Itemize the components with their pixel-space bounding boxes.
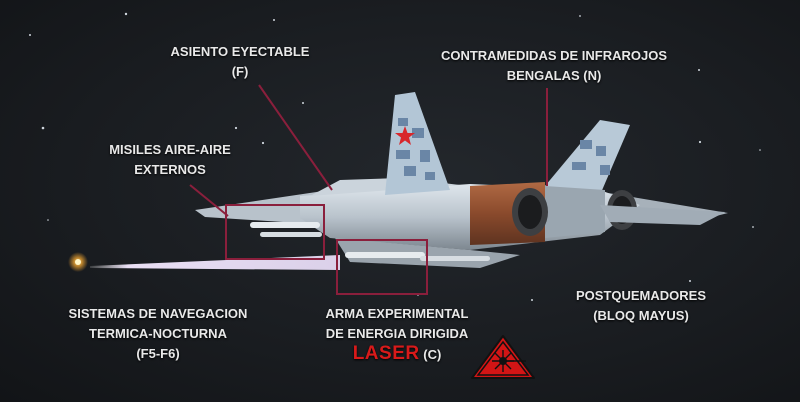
laser-warning-icon [471, 335, 535, 379]
label-laser-key: (C) [423, 347, 442, 362]
label-navigation-line2: TERMICA-NOCTURNA [89, 326, 227, 341]
fighter-jet [195, 92, 728, 268]
label-countermeasures: CONTRAMEDIDAS DE INFRAROJOS BENGALAS (N) [424, 46, 684, 86]
red-star-icon [395, 126, 415, 145]
label-afterburners-key: (BLOQ MAYUS) [593, 308, 689, 323]
label-navigation-line1: SISTEMAS DE NAVEGACION [68, 306, 248, 321]
label-energy-weapon-line2: DE ENERGIA DIRIGIDA [325, 326, 469, 341]
starfield [29, 12, 761, 313]
laser-beam [68, 252, 340, 272]
label-countermeasures-line1: CONTRAMEDIDAS DE INFRAROJOS [440, 48, 668, 63]
label-countermeasures-line2: BENGALAS (N) [506, 68, 602, 83]
label-energy-weapon-line1: ARMA EXPERIMENTAL [325, 306, 469, 321]
label-navigation-key: (F5-F6) [136, 346, 180, 361]
label-missiles-line2: EXTERNOS [134, 162, 206, 177]
label-laser: LASER [352, 343, 420, 364]
label-laser-line: LASER (C) [312, 344, 482, 365]
label-afterburners-line1: POSTQUEMADORES [575, 288, 706, 303]
label-navigation: SISTEMAS DE NAVEGACION TERMICA-NOCTURNA … [54, 304, 262, 364]
label-ejection-seat-key: (F) [231, 64, 249, 79]
label-ejection-seat: ASIENTO EYECTABLE (F) [168, 42, 312, 82]
label-missiles-line1: MISILES AIRE-AIRE [109, 142, 231, 157]
callout-boxes [225, 204, 428, 295]
callout-lines [189, 84, 548, 217]
label-missiles: MISILES AIRE-AIRE EXTERNOS [96, 140, 244, 180]
label-ejection-seat-line1: ASIENTO EYECTABLE [170, 44, 310, 59]
label-energy-weapon: ARMA EXPERIMENTAL DE ENERGIA DIRIGIDA LA… [312, 304, 482, 365]
label-afterburners: POSTQUEMADORES (BLOQ MAYUS) [566, 286, 716, 326]
